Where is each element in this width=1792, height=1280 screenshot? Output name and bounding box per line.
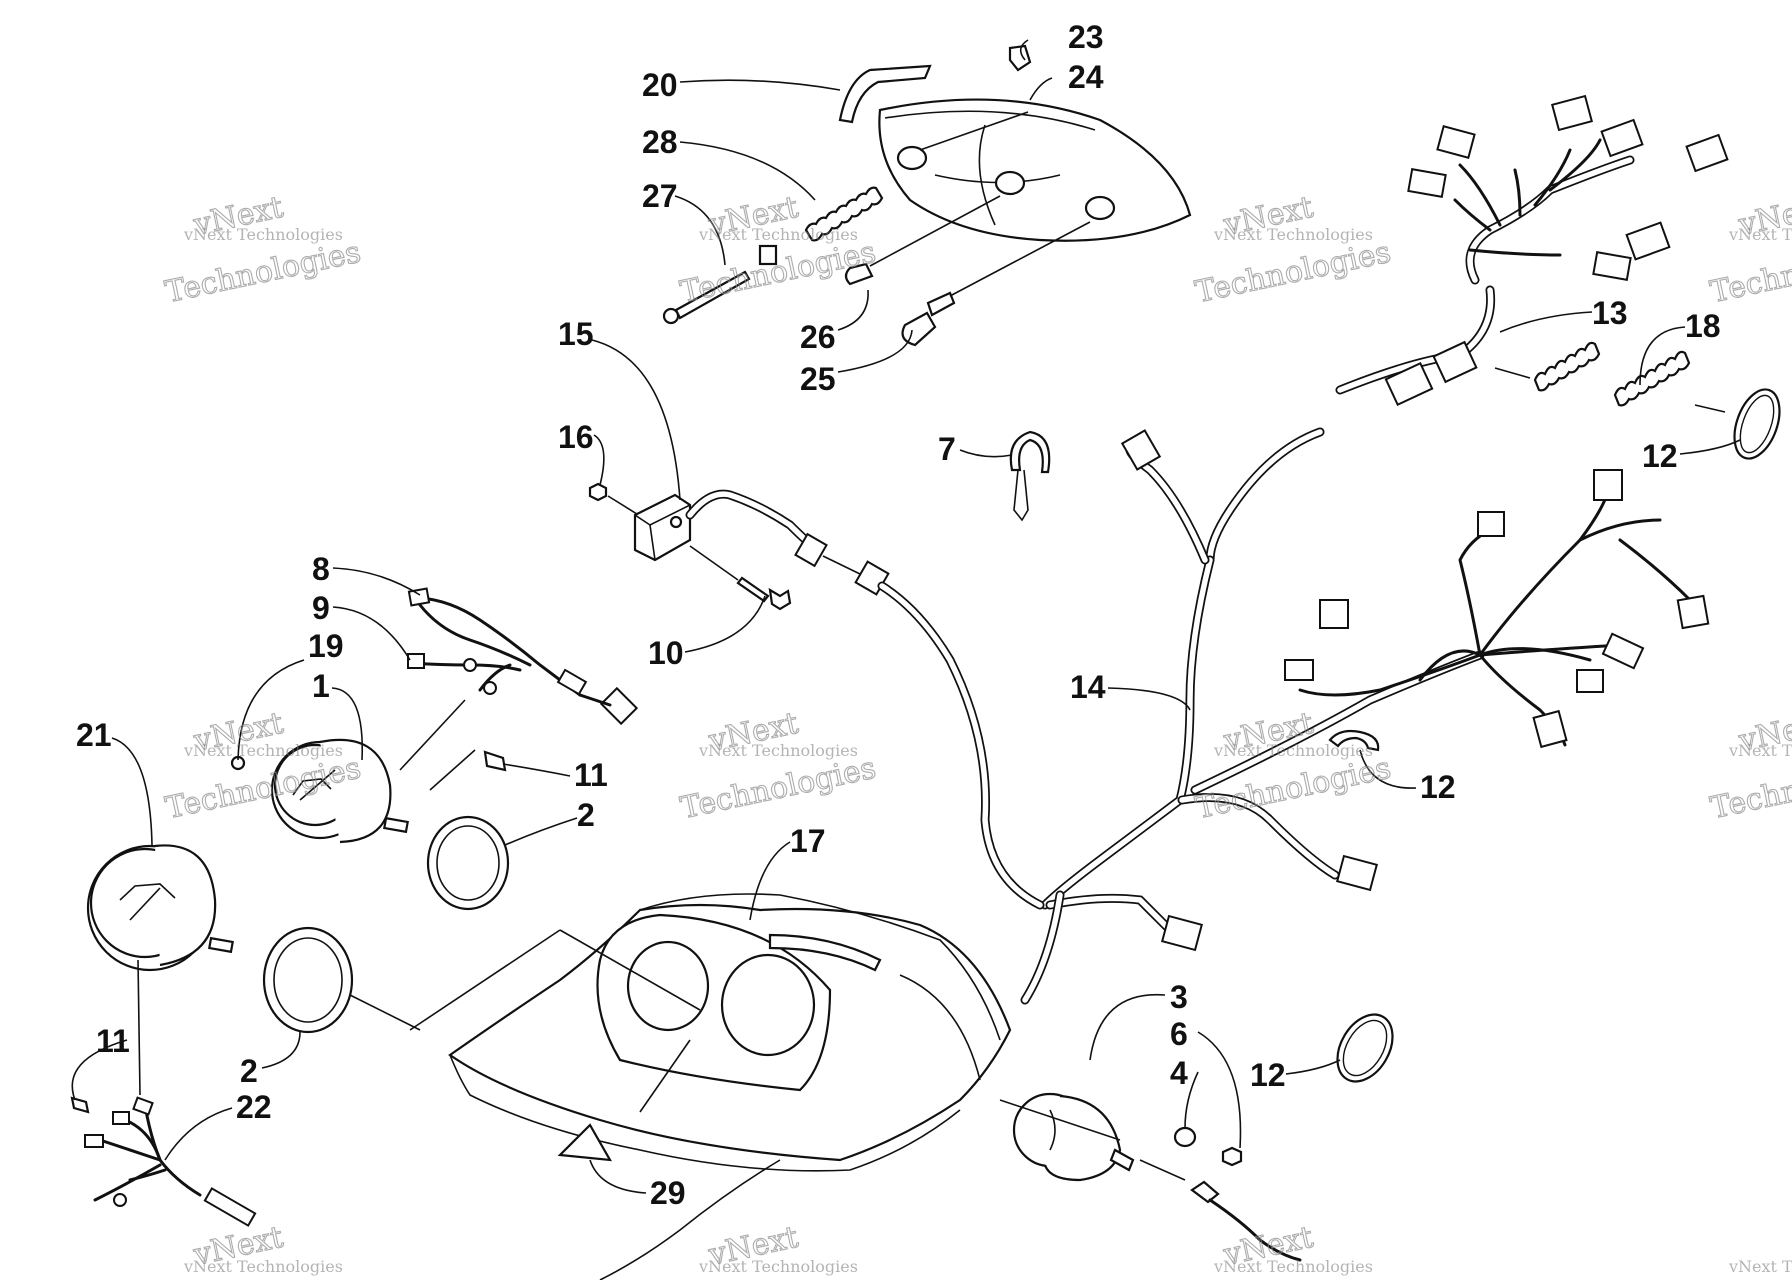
nut-6 xyxy=(1221,1146,1243,1167)
callout-16: 16 xyxy=(558,419,594,455)
watermark-text: vNext Technologies xyxy=(698,225,858,244)
band-clamp-12c xyxy=(1336,1013,1394,1083)
watermark-tile: vNext Technologies xyxy=(1728,1257,1792,1276)
callout-28: 28 xyxy=(642,124,678,160)
bulb-11a xyxy=(483,750,507,772)
watermark-text: vNext Technologies xyxy=(1213,1257,1373,1276)
watermark-tile: vNext Technologies vNext Technologies xyxy=(1707,705,1792,827)
watermark-text: vNext Technologies xyxy=(183,741,343,760)
wiring-harness-14 xyxy=(1020,427,1710,1005)
headlight-assembly xyxy=(878,98,1192,242)
watermark-text: vNext Technologies xyxy=(183,1257,343,1276)
callout-20: 20 xyxy=(642,67,678,103)
callout-24: 24 xyxy=(1068,59,1104,95)
watermark-text: vNext Technologies xyxy=(183,225,343,244)
callout-12-b: 12 xyxy=(1420,769,1456,805)
callout-29: 29 xyxy=(650,1175,686,1211)
watermark-tile: vNext vNext Technologies xyxy=(1213,1219,1373,1276)
watermark-text: vNext Technologies xyxy=(1213,741,1373,760)
watermark-text: vNext Technologies xyxy=(1213,225,1373,244)
bulb-26 xyxy=(844,195,1001,286)
callout-6: 6 xyxy=(1170,1016,1188,1052)
callout-1: 1 xyxy=(312,668,330,704)
callout-9: 9 xyxy=(312,590,330,626)
gauge-21 xyxy=(86,844,234,972)
callout-12-a: 12 xyxy=(1642,438,1678,474)
gauge-harness-8-9 xyxy=(407,587,639,726)
callout-17: 17 xyxy=(790,823,826,859)
callout-labels: 23 24 20 28 27 26 25 13 18 12 15 16 7 10… xyxy=(76,19,1721,1211)
watermark-line2: Technologies xyxy=(677,235,878,311)
drive-housing-3 xyxy=(1012,1092,1135,1182)
watermark-tile: vNext Technologies vNext Technologies xyxy=(1192,705,1395,827)
watermark-tile: vNext Technologies vNext Technologies xyxy=(1707,189,1792,311)
callout-7: 7 xyxy=(938,431,956,467)
callout-8: 8 xyxy=(312,551,330,587)
clip-23 xyxy=(1008,44,1032,72)
callout-13: 13 xyxy=(1592,295,1628,331)
band-clamp-12b xyxy=(1328,729,1380,752)
callout-leaders xyxy=(71,39,1741,1194)
callout-3: 3 xyxy=(1170,979,1188,1015)
bezel-2a xyxy=(426,815,510,911)
callout-2-b: 2 xyxy=(240,1053,258,1089)
callout-22: 22 xyxy=(236,1089,272,1125)
callout-2-a: 2 xyxy=(577,797,595,833)
watermark-tile: vNext Technologies vNext Technologies xyxy=(1192,189,1395,311)
watermark-line2: Technologies xyxy=(1192,235,1393,311)
callout-25: 25 xyxy=(800,361,836,397)
gauge-harness-22 xyxy=(84,1096,257,1227)
clip-7 xyxy=(1009,430,1051,522)
module-15 xyxy=(633,489,1045,910)
watermark-line2: Technologies xyxy=(162,235,363,311)
callout-21: 21 xyxy=(76,717,112,753)
watermark-text: vNext Technologies xyxy=(698,741,858,760)
watermark-tile: vNext vNext Technologies xyxy=(183,1219,343,1276)
callout-10: 10 xyxy=(648,635,684,671)
watermark-line2: Technologies xyxy=(678,751,879,827)
adjust-spring xyxy=(758,186,884,266)
watermark-line2: Technologies xyxy=(1708,751,1792,827)
callout-18: 18 xyxy=(1685,308,1721,344)
callout-12-c: 12 xyxy=(1250,1057,1286,1093)
callout-11-a: 11 xyxy=(574,757,608,793)
watermark-text: vNext Technologies xyxy=(1728,1257,1792,1276)
watermark-tile: vNext Technologies vNext Technologies xyxy=(162,189,365,311)
gauge-1 xyxy=(270,699,476,844)
spring-18 xyxy=(1494,341,1726,413)
bulb-11b xyxy=(70,1096,90,1114)
dash-panel-17 xyxy=(349,893,1012,1280)
callout-19: 19 xyxy=(308,628,344,664)
callout-15: 15 xyxy=(558,316,594,352)
callout-23: 23 xyxy=(1068,19,1104,55)
bezel-2b xyxy=(262,926,354,1034)
watermark-tile: vNext vNext Technologies xyxy=(698,1219,858,1276)
callout-4: 4 xyxy=(1170,1055,1188,1091)
bolt-10 xyxy=(689,545,792,611)
nut-16 xyxy=(588,482,638,515)
watermark-line2: Technologies xyxy=(1193,751,1394,827)
callout-26: 26 xyxy=(800,319,836,355)
watermark-text: vNext Technologies xyxy=(698,1257,858,1276)
watermark-line2: Technologies xyxy=(1707,235,1792,311)
band-clamp-12a xyxy=(1733,388,1781,460)
watermark-text: vNext Technologies xyxy=(1728,741,1792,760)
watermark-tile: vNext Technologies vNext Technologies xyxy=(677,705,880,827)
wiring-harness-13 xyxy=(1335,94,1729,407)
callout-11-b: 11 xyxy=(96,1023,130,1059)
drive-cable xyxy=(1190,1180,1302,1262)
leader-lines xyxy=(137,959,1186,1181)
washer-4 xyxy=(1173,1126,1197,1148)
adjust-screw xyxy=(662,270,751,325)
callout-14: 14 xyxy=(1070,669,1106,705)
trim-strip xyxy=(838,64,932,124)
watermark-text: vNext Technologies xyxy=(1728,225,1792,244)
callout-27: 27 xyxy=(642,178,678,214)
